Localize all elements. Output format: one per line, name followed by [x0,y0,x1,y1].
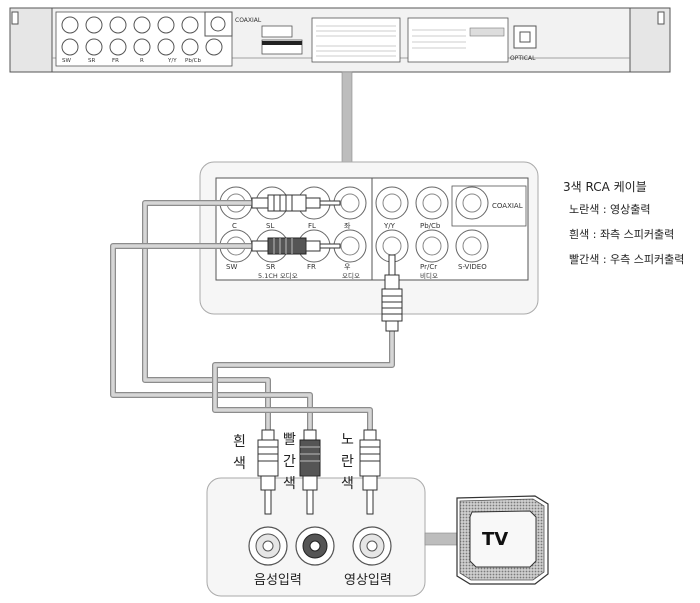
panel-red-plug [251,237,341,255]
top-coaxial-label: COAXIAL [235,17,262,24]
plug-label-red-char3: 색 [283,476,296,492]
panel-label-right: 우 [344,263,351,271]
top-label-r: R [140,58,144,64]
audio-input-label: 음성입력 [254,573,302,588]
plug-label-red-char1: 빨 [283,432,296,448]
legend-item-yellow: 노란색 : 영상출력 [569,203,651,216]
panel-label-sl: SL [266,222,274,230]
panel-yellow-plug [381,254,403,332]
plug-label-yellow: 노 란 색 [341,432,354,492]
plug-label-yellow-char1: 노 [341,432,354,448]
tv-white-plug [257,429,279,515]
panel-label-fl: FL [308,222,316,230]
plug-label-yellow-char2: 란 [341,454,354,470]
cable-legend: 3색 RCA 케이블 노란색 : 영상출력 흰색 : 좌측 스피커출력 빨간색 … [563,178,698,276]
panel-white-plug [251,194,341,212]
legend-title: 3색 RCA 케이블 [563,180,647,194]
top-label-sr: SR [88,58,95,64]
panel-label-pr: Pr/Cr [420,263,437,271]
optical-label: OPTICAL [510,55,536,62]
legend-item-white: 흰색 : 좌측 스피커출력 [569,228,675,241]
rca-cables [110,200,395,430]
panel-group-audio: 오디오 [342,271,360,280]
tv-set: TV [456,495,549,585]
plug-label-yellow-char3: 색 [341,476,354,492]
legend-item-red: 빨간색 : 우측 스피커출력 [569,253,685,266]
top-label-y: Y/Y [167,58,177,64]
dvd-player-rear: SW SR FR R Y/Y Pb/Cb COAXIAL OPTICAL [9,7,671,73]
video-input-label: 영상입력 [344,573,392,588]
jack-panel-enlarged: C SL FL 좌 SW SR FR 우 Y/Y Pb/Cb Pr/Cr COA… [199,161,539,315]
panel-label-pb: Pb/Cb [420,222,441,230]
top-label-fr: FR [112,58,119,64]
panel-label-sw: SW [226,263,237,271]
plug-label-white-char2: 색 [233,456,246,472]
panel-label-c: C [232,222,237,230]
tv-label: TV [482,529,508,550]
plug-label-white: 흰 색 [233,434,246,472]
panel-row2-jacks [219,229,489,263]
panel-label-y: Y/Y [383,222,396,230]
top-jacks [61,11,233,56]
panel-label-fr: FR [307,263,316,271]
tv-panel-jacks [248,526,392,566]
panel-coaxial-label: COAXIAL [492,202,523,210]
panel-group-video: 비디오 [420,271,438,280]
player-link-cable [341,71,353,165]
panel-svideo-label: S-VIDEO [458,263,487,271]
plug-label-red-char2: 간 [283,454,296,470]
panel-label-left: 좌 [344,221,351,230]
top-label-sw: SW [62,58,71,64]
tv-link-cable [424,532,458,546]
panel-group-51: 5.1CH 오디오 [258,271,298,280]
plug-label-white-char1: 흰 [233,434,246,450]
top-label-pb: Pb/Cb [185,58,202,64]
panel-label-sr: SR [266,263,275,271]
plug-label-red: 빨 간 색 [283,432,296,492]
tv-red-plug [299,429,321,515]
tv-yellow-plug [359,429,381,515]
